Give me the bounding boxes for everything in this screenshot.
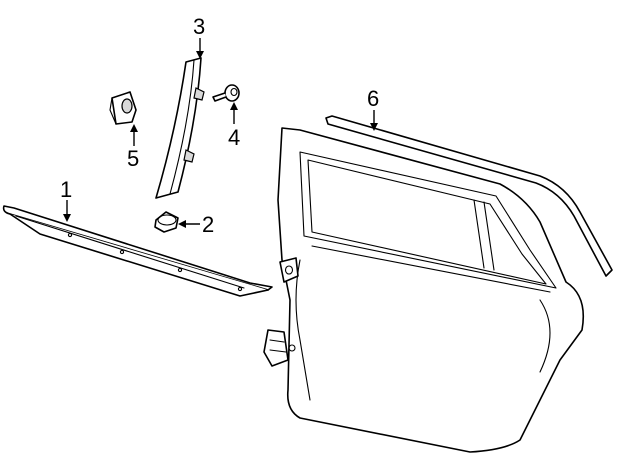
callout-label-3: 3 — [193, 14, 205, 39]
callout-4: 4 — [228, 102, 240, 150]
part-4-clip — [212, 84, 240, 102]
part-2-grommet — [154, 211, 179, 233]
callout-label-5: 5 — [127, 146, 139, 171]
callout-label-2: 2 — [202, 212, 214, 237]
callout-arrow-1 — [63, 214, 71, 222]
part-5-bracket — [109, 91, 137, 125]
part-1-belt-molding — [2, 205, 273, 297]
callout-arrow-2 — [178, 220, 186, 228]
callout-1: 1 — [60, 177, 72, 222]
callout-6: 6 — [367, 86, 379, 131]
callout-arrow-5 — [130, 124, 138, 132]
callout-3: 3 — [193, 14, 205, 59]
part-6-weatherstrip — [325, 115, 613, 277]
part-3-pillar-applique — [155, 57, 205, 199]
rear-door-shell — [263, 127, 585, 453]
callout-arrow-4 — [230, 102, 238, 110]
callout-arrow-3 — [196, 51, 204, 59]
callout-5: 5 — [127, 124, 139, 171]
callout-2: 2 — [178, 212, 214, 237]
callout-label-1: 1 — [60, 177, 72, 202]
callout-label-4: 4 — [228, 125, 240, 150]
callout-arrow-6 — [370, 123, 378, 131]
callout-label-6: 6 — [367, 86, 379, 111]
